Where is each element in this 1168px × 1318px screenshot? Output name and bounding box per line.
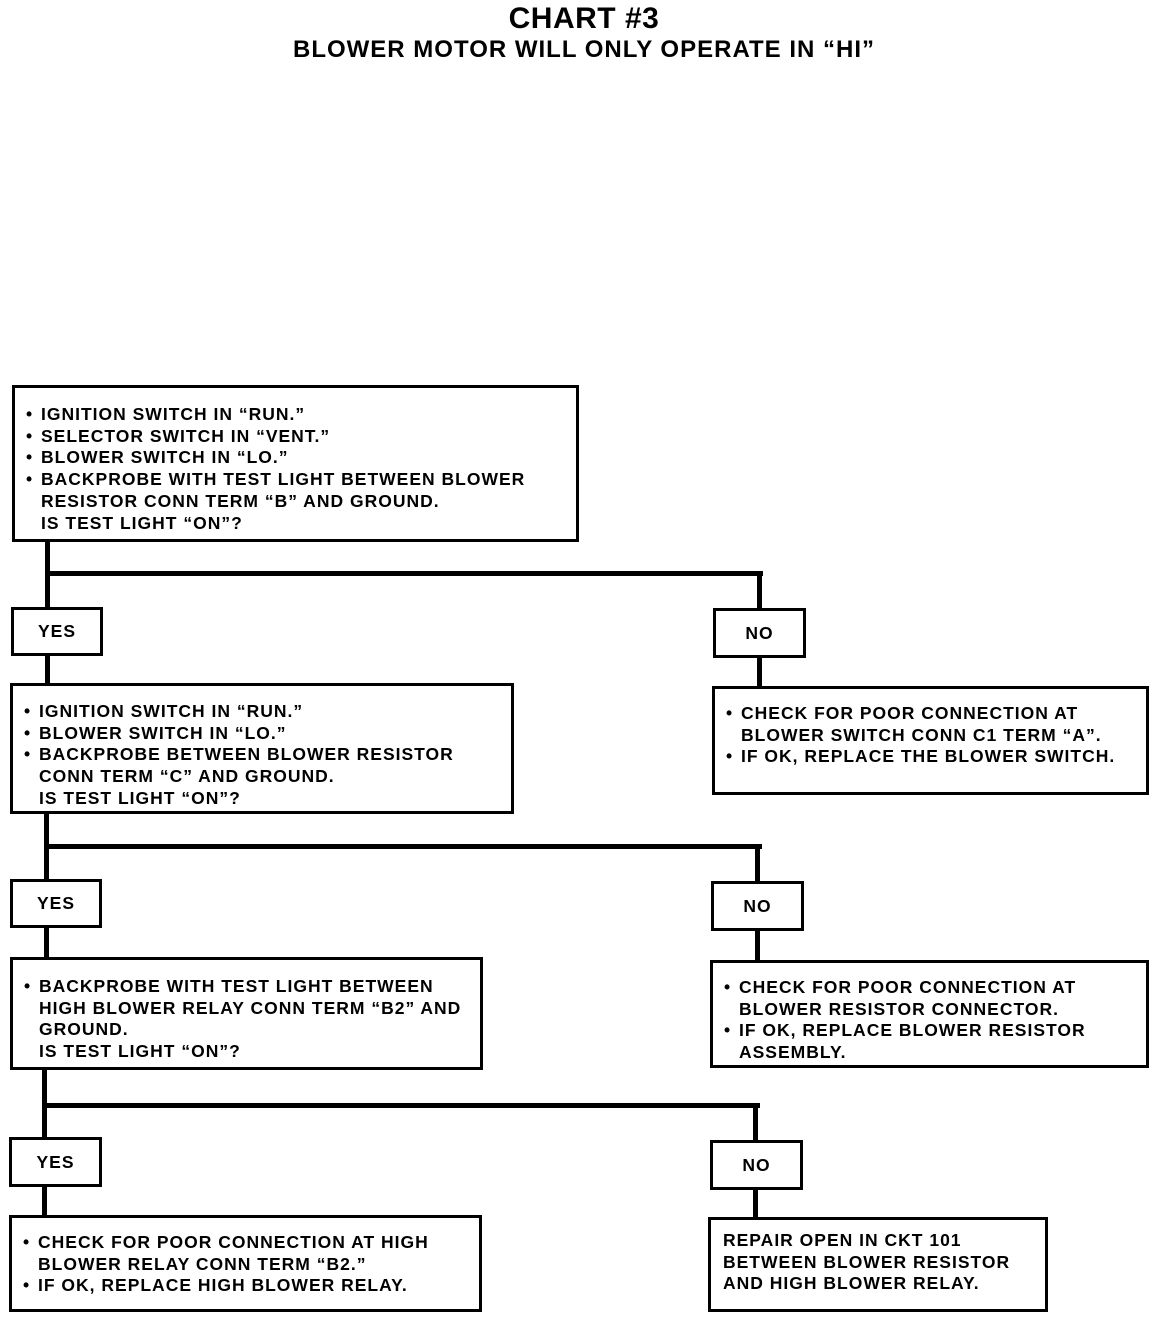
connector-line: [757, 656, 762, 689]
step3-yes-result-box: CHECK FOR POOR CONNECTION AT HIGH BLOWER…: [9, 1215, 482, 1312]
step2-no-label: NO: [711, 881, 804, 931]
connector-line: [42, 1103, 760, 1108]
step3-no-label: NO: [710, 1140, 803, 1190]
step2-no-result-bullet: CHECK FOR POOR CONNECTION AT BLOWER RESI…: [713, 977, 1146, 1020]
step2-question: IS TEST LIGHT “ON”?: [39, 787, 241, 808]
step2-no-result-bullet: IF OK, REPLACE BLOWER RESISTOR ASSEMBLY.: [713, 1020, 1146, 1063]
connector-line: [753, 1103, 758, 1143]
step3-yes-result-bullet: CHECK FOR POOR CONNECTION AT HIGH BLOWER…: [12, 1232, 479, 1275]
step3-question: IS TEST LIGHT “ON”?: [39, 1041, 241, 1062]
connector-line: [45, 571, 763, 576]
connector-line: [44, 844, 762, 849]
connector-line: [755, 929, 760, 963]
step3-no-result-text: REPAIR OPEN IN CKT 101 BETWEEN BLOWER RE…: [723, 1230, 1011, 1294]
step3-yes-label: YES: [9, 1137, 102, 1187]
step1-bullet: IGNITION SWITCH IN “RUN.”: [15, 404, 576, 426]
step3-box: BACKPROBE WITH TEST LIGHT BETWEEN HIGH B…: [10, 957, 483, 1070]
connector-line: [44, 926, 49, 959]
chart-subtitle: BLOWER MOTOR WILL ONLY OPERATE IN “HI”: [292, 36, 876, 63]
step1-no-result-box: CHECK FOR POOR CONNECTION AT BLOWER SWIT…: [712, 686, 1149, 795]
step1-bullet: BLOWER SWITCH IN “LO.”: [15, 447, 576, 469]
step2-no-result-box: CHECK FOR POOR CONNECTION AT BLOWER RESI…: [710, 960, 1149, 1068]
step1-no-label: NO: [713, 608, 806, 658]
step3-no-result-box: REPAIR OPEN IN CKT 101 BETWEEN BLOWER RE…: [708, 1217, 1048, 1312]
step1-yes-label: YES: [11, 607, 103, 656]
step2-bullet: BLOWER SWITCH IN “LO.”: [13, 723, 511, 745]
step3-yes-result-bullet: IF OK, REPLACE HIGH BLOWER RELAY.: [12, 1275, 479, 1297]
step1-no-result-bullet: CHECK FOR POOR CONNECTION AT BLOWER SWIT…: [715, 703, 1146, 746]
step2-bullet: BACKPROBE BETWEEN BLOWER RESISTOR CONN T…: [13, 744, 511, 787]
connector-line: [42, 1185, 47, 1218]
step2-yes-label: YES: [10, 879, 102, 928]
step1-bullet: BACKPROBE WITH TEST LIGHT BETWEEN BLOWER…: [15, 469, 576, 512]
connector-line: [755, 844, 760, 884]
step2-bullet: IGNITION SWITCH IN “RUN.”: [13, 701, 511, 723]
connector-line: [757, 571, 762, 611]
connector-line: [753, 1187, 758, 1221]
connector-line: [45, 654, 50, 686]
step3-bullet: BACKPROBE WITH TEST LIGHT BETWEEN HIGH B…: [13, 976, 480, 1041]
chart-title: CHART #3: [508, 2, 660, 35]
step1-bullet: SELECTOR SWITCH IN “VENT.”: [15, 426, 576, 448]
step1-no-result-bullet: IF OK, REPLACE THE BLOWER SWITCH.: [715, 746, 1146, 768]
step1-box: IGNITION SWITCH IN “RUN.” SELECTOR SWITC…: [12, 385, 579, 542]
step2-box: IGNITION SWITCH IN “RUN.” BLOWER SWITCH …: [10, 683, 514, 814]
step1-question: IS TEST LIGHT “ON”?: [41, 512, 243, 533]
